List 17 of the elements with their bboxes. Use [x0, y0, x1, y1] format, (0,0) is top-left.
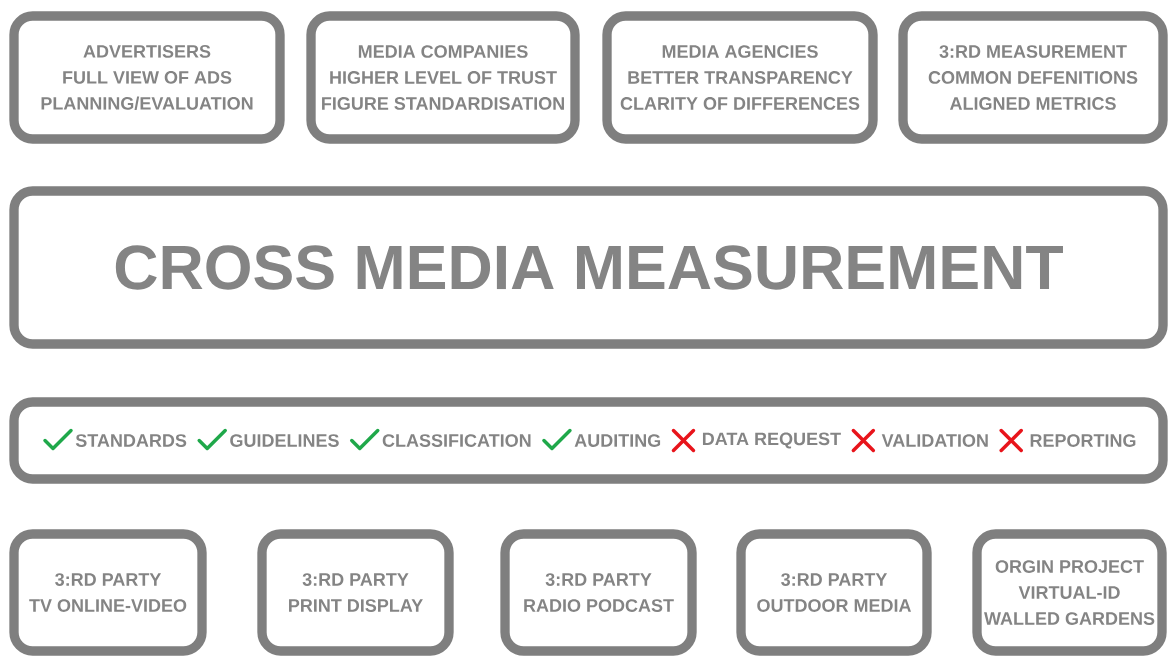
status-label: REPORTING — [1030, 434, 1136, 447]
text-box: MEDIA COMPANIES HIGHER LEVEL OF TRUST FIGURE STANDARDISATION — [306, 11, 580, 144]
status-label: CLASSIFICATION — [382, 434, 531, 447]
text-box: 3:RD PARTY OUTDOOR MEDIA — [736, 529, 932, 656]
status-label: STANDARDS — [75, 434, 187, 447]
status-label: DATA REQUEST — [702, 432, 841, 449]
text-box: 3:RD PARTY PRINT DISPLAY — [257, 529, 454, 656]
text-box: 3:RD PARTY TV ONLINE-VIDEO — [9, 529, 207, 656]
title-box: CROSS MEDIA MEASUREMENT — [9, 186, 1168, 349]
text-box: 3:RD PARTY RADIO PODCAST — [500, 529, 697, 656]
text-box: ORGIN PROJECT VIRTUAL-ID WALLED GARDENS — [972, 529, 1167, 656]
text-box: MEDIA AGENCIES BETTER TRANSPARENCY CLARITY OF DIFFERENCES — [602, 11, 878, 144]
status-label: AUDITING — [574, 434, 661, 447]
status-label: VALIDATION — [881, 434, 988, 447]
status-label: GUIDELINES — [230, 434, 339, 447]
text-box: 3:RD MEASUREMENT COMMON DEFENITIONS ALIGNED METRICS — [898, 11, 1168, 144]
text-box: ADVERTISERS FULL VIEW OF ADS PLANNING/EVALUATION — [9, 11, 285, 144]
